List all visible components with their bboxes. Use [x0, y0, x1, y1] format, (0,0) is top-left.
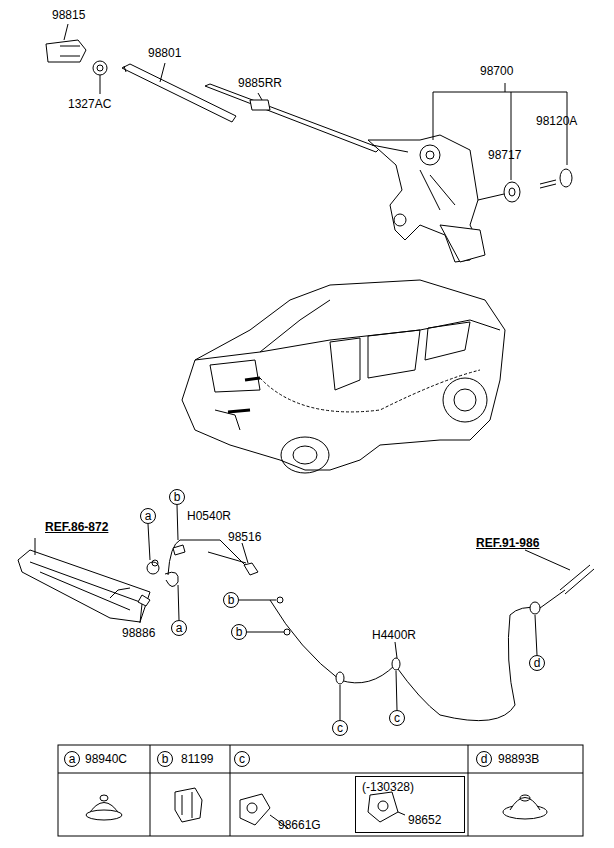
callout-letter: a	[145, 510, 152, 522]
callout-letter: b	[228, 594, 235, 606]
callout-letter: b	[236, 626, 243, 638]
part-number: 98717	[488, 148, 521, 162]
part-number: 98940C	[85, 752, 127, 766]
part-number: 98700	[480, 64, 513, 78]
callout-letter: d	[481, 753, 488, 765]
callout-circle: b	[223, 592, 239, 608]
part-number: 98801	[148, 46, 181, 60]
part-number: 98893B	[498, 752, 539, 766]
part-number: 98661G	[278, 818, 321, 832]
part-number: 1327AC	[68, 97, 111, 111]
callout-circle: d	[476, 751, 492, 767]
callout-letter: a	[176, 622, 183, 634]
callout-circle: d	[529, 655, 545, 671]
callout-circle: a	[64, 751, 80, 767]
callout-letter: b	[162, 753, 169, 765]
part-number: 81199	[181, 752, 213, 766]
callout-letter: a	[69, 753, 76, 765]
reference-label: REF.86-872	[45, 520, 108, 534]
callout-letter: d	[534, 657, 541, 669]
part-number: (-130328)	[362, 780, 414, 794]
callout-letter: c	[394, 712, 400, 724]
callout-letter: b	[174, 491, 181, 503]
callout-circle: c	[332, 720, 348, 736]
callout-circle: a	[171, 620, 187, 636]
table-cell: 81199 b	[150, 745, 230, 836]
callout-letter: c	[239, 753, 245, 765]
reference-label: REF.91-986	[476, 536, 539, 550]
table-cell: 98893B d	[468, 745, 583, 836]
callout-letter: c	[337, 722, 343, 734]
table-cell: 98661G c (-130328) 98652	[230, 745, 468, 836]
part-number: 98886	[122, 626, 155, 640]
part-number: H4400R	[372, 628, 416, 642]
callout-circle: b	[231, 624, 247, 640]
part-number: 98815	[52, 8, 85, 22]
part-number: 98652	[408, 813, 441, 827]
part-number: 98120A	[536, 114, 577, 128]
callout-circle: b	[169, 489, 185, 505]
part-number: H0540R	[187, 509, 231, 523]
part-number: 9885RR	[238, 76, 282, 90]
callout-circle: c	[234, 751, 250, 767]
inset-box: (-130328) 98652	[355, 776, 465, 833]
callout-circle: c	[389, 710, 405, 726]
table-cell: 98940C a	[58, 745, 150, 836]
callout-circle: a	[140, 508, 156, 524]
part-number: 98516	[228, 530, 261, 544]
callout-circle: b	[157, 751, 173, 767]
